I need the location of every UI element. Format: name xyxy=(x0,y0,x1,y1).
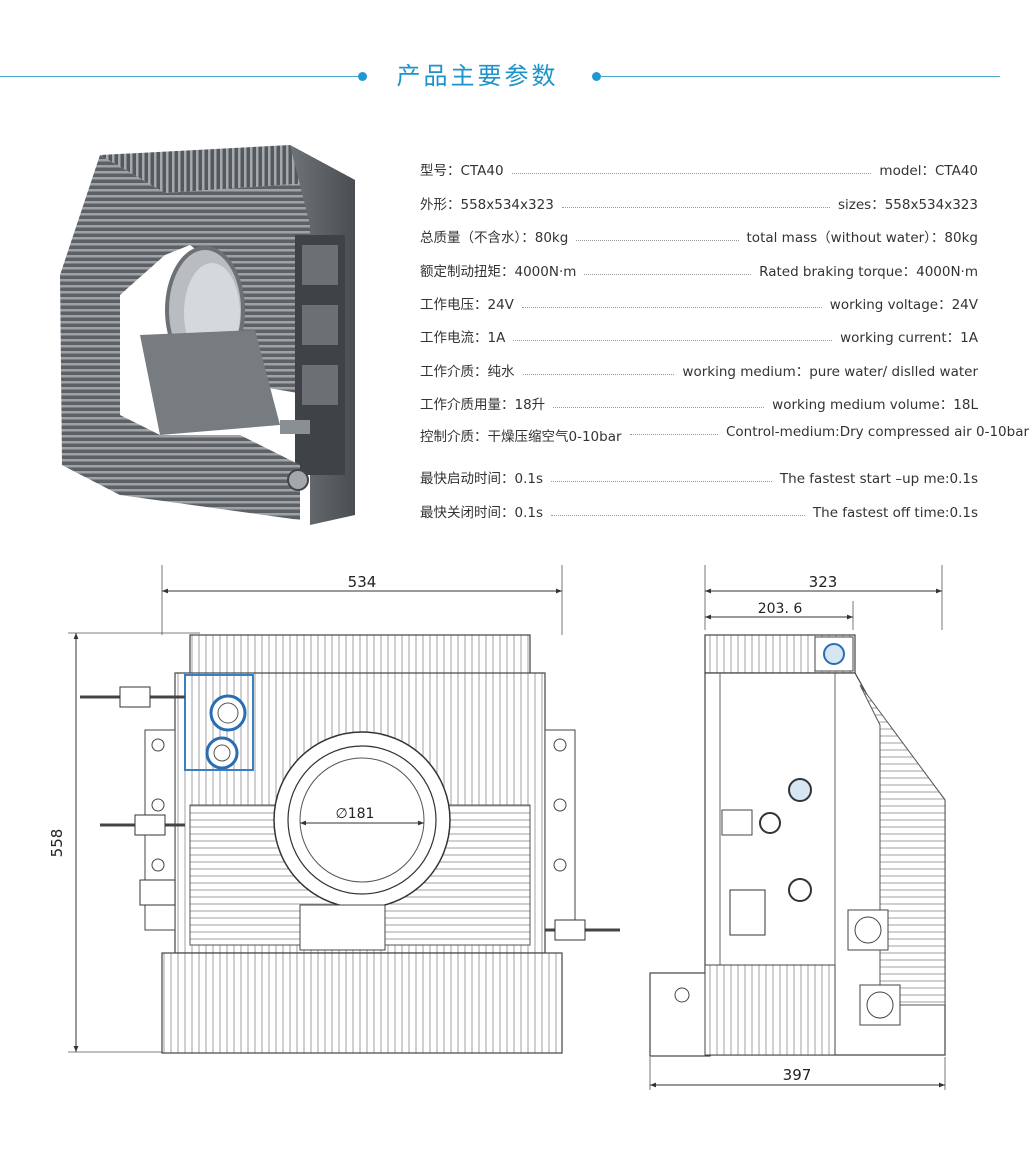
dim-side-total: 397 xyxy=(783,1066,812,1084)
spec-row-current: 工作电流：1A working current：1A xyxy=(420,313,978,346)
header-rule-right xyxy=(600,76,1000,77)
leader-dots xyxy=(521,306,822,308)
spec-label-en: working medium volume：18L xyxy=(772,397,978,414)
dim-side-depth: 323 xyxy=(809,573,838,591)
leader-dots xyxy=(629,433,718,436)
leader-dots xyxy=(511,172,872,175)
spec-row-mass: 总质量（不含水）：80kg total mass（without water）：… xyxy=(420,213,978,246)
spec-label-en: total mass（without water）：80kg xyxy=(746,230,978,247)
spec-label-cn: 总质量（不含水）：80kg xyxy=(420,230,569,247)
spec-row-voltage: 工作电压：24V working voltage：24V xyxy=(420,280,978,313)
spec-label-en: Rated braking torque：4000N·m xyxy=(759,263,978,280)
page-title: 产品主要参数 xyxy=(396,62,559,90)
spec-row-model: 型号：CTA40 model：CTA40 xyxy=(420,146,978,179)
spec-label-cn: 工作电流：1A xyxy=(420,330,506,347)
header-dot-right xyxy=(592,72,601,81)
spec-label-en: The fastest start –up me:0.1s xyxy=(779,471,978,488)
leader-dots xyxy=(513,339,833,342)
spec-label-en: model：CTA40 xyxy=(879,163,978,180)
spec-label-en: The fastest off time:0.1s xyxy=(812,504,978,521)
leader-dots xyxy=(551,480,772,483)
spec-label-cn: 工作介质用量：18升 xyxy=(420,397,546,414)
spec-row-torque: 额定制动扭矩：4000N·m Rated braking torque：4000… xyxy=(420,246,978,280)
spec-label-cn: 外形：558x534x323 xyxy=(420,196,554,213)
front-view: 534 558 ∅181 xyxy=(48,565,620,1054)
side-view: 323 203. 6 397 xyxy=(649,565,946,1090)
section-header: 产品主要参数 xyxy=(0,56,1000,96)
spec-label-en: working current：1A xyxy=(840,330,978,347)
spec-list: 型号：CTA40 model：CTA40 外形：558x534x323 size… xyxy=(420,146,1029,521)
leader-dots xyxy=(522,373,675,375)
technical-drawing: 534 558 ∅181 xyxy=(48,565,946,1090)
spec-label-cn: 控制介质：干燥压缩空气0-10bar xyxy=(420,429,622,446)
dim-front-width: 534 xyxy=(348,573,377,591)
product-photo xyxy=(60,145,355,525)
spec-label-cn: 型号：CTA40 xyxy=(420,163,504,180)
dim-front-height: 558 xyxy=(48,829,66,858)
spec-label-en: sizes：558x534x323 xyxy=(838,196,978,213)
spec-row-control-medium: 控制介质：干燥压缩空气0-10bar Control-medium:Dry co… xyxy=(420,413,1029,459)
spec-row-sizes: 外形：558x534x323 sizes：558x534x323 xyxy=(420,179,978,213)
leader-dots xyxy=(576,239,739,242)
spec-label-cn: 额定制动扭矩：4000N·m xyxy=(420,263,577,280)
spec-label-cn: 最快启动时间：0.1s xyxy=(420,471,544,488)
leader-dots xyxy=(553,406,765,409)
leader-dots xyxy=(584,273,752,275)
spec-row-off-time: 最快关闭时间：0.1s The fastest off time:0.1s xyxy=(420,487,978,521)
spec-label-en: Control-medium:Dry compressed air 0-10ba… xyxy=(726,424,1029,441)
spec-row-start-time: 最快启动时间：0.1s The fastest start –up me:0.1… xyxy=(420,459,978,487)
dim-side-offset: 203. 6 xyxy=(758,601,803,617)
spec-row-medium-volume: 工作介质用量：18升 working medium volume：18L xyxy=(420,380,978,413)
header-dot-left xyxy=(358,72,367,81)
leader-dots xyxy=(551,514,805,516)
header-rule-left xyxy=(0,76,358,77)
spec-label-cn: 最快关闭时间：0.1s xyxy=(420,504,544,521)
leader-dots xyxy=(561,206,830,208)
spec-label-en: working voltage：24V xyxy=(829,296,978,313)
spec-label-en: working medium：pure water/ dislled water xyxy=(682,363,978,380)
spec-label-cn: 工作介质：纯水 xyxy=(420,363,515,380)
spec-label-cn: 工作电压：24V xyxy=(420,296,514,313)
spec-row-medium: 工作介质：纯水 working medium：pure water/ disll… xyxy=(420,346,978,380)
dim-bore-diameter: ∅181 xyxy=(336,806,375,822)
